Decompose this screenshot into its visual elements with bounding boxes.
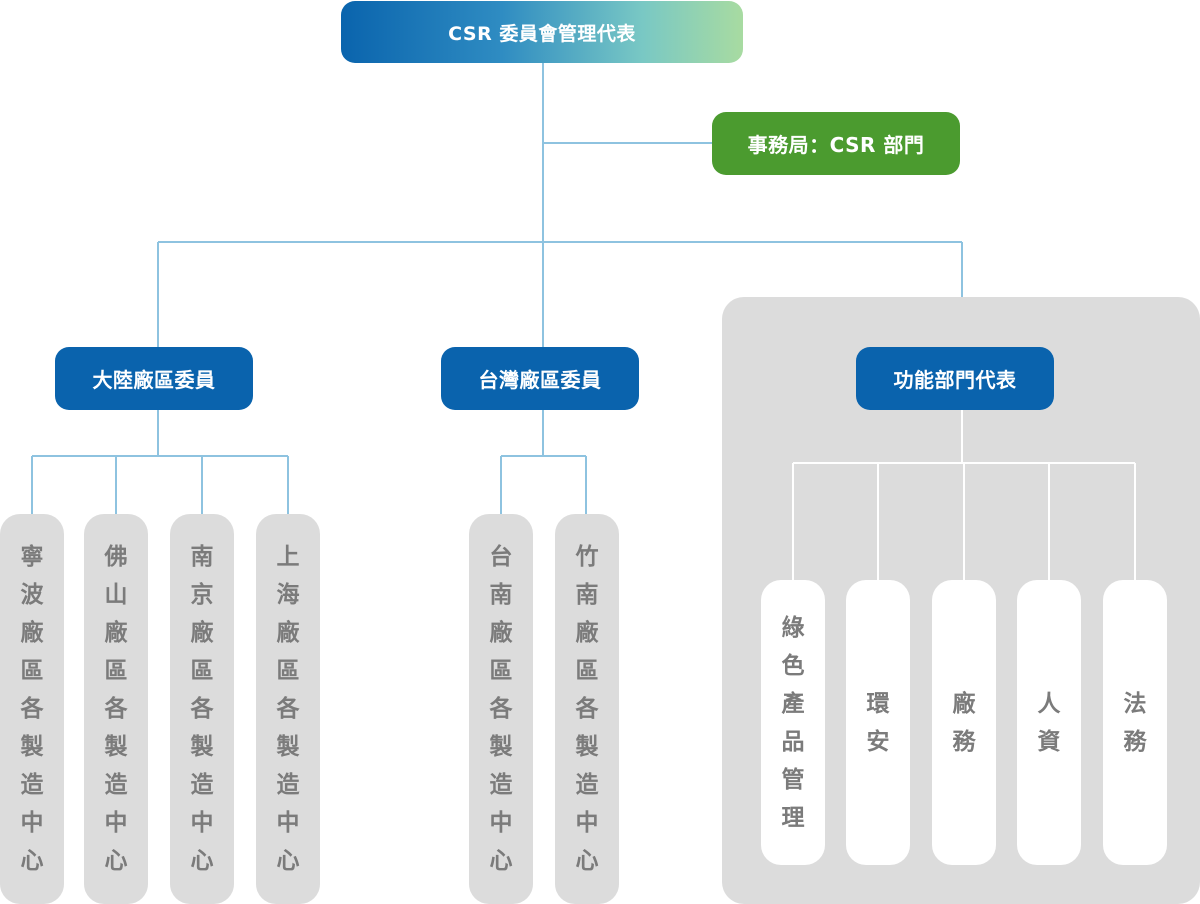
unit-nanjing: 南京廠區各製造中心	[170, 514, 234, 904]
csr-committee-root-box: CSR 委員會管理代表	[341, 1, 743, 63]
unit-shanghai: 上海廠區各製造中心	[256, 514, 320, 904]
functional-committee-label: 功能部門代表	[893, 368, 1017, 392]
taiwan-committee-label: 台灣廠區委員	[478, 368, 602, 392]
unit-environmental-safety: 環安	[846, 580, 910, 865]
unit-facilities: 廠務	[932, 580, 996, 865]
taiwan-committee-box: 台灣廠區委員	[441, 347, 639, 410]
csr-committee-root-label: CSR 委員會管理代表	[448, 22, 636, 45]
unit-zhunan: 竹南廠區各製造中心	[555, 514, 619, 904]
unit-tainan: 台南廠區各製造中心	[469, 514, 533, 904]
secretariat-label: 事務局：CSR 部門	[747, 133, 925, 157]
unit-green-product-management: 綠色產品管理	[761, 580, 825, 865]
mainland-committee-box: 大陸廠區委員	[55, 347, 253, 410]
unit-foshan: 佛山廠區各製造中心	[84, 514, 148, 904]
functional-committee-box: 功能部門代表	[856, 347, 1054, 410]
mainland-committee-label: 大陸廠區委員	[92, 368, 216, 392]
unit-legal: 法務	[1103, 580, 1167, 865]
unit-ningbo: 寧波廠區各製造中心	[0, 514, 64, 904]
unit-human-resources: 人資	[1017, 580, 1081, 865]
secretariat-box: 事務局：CSR 部門	[712, 112, 960, 175]
